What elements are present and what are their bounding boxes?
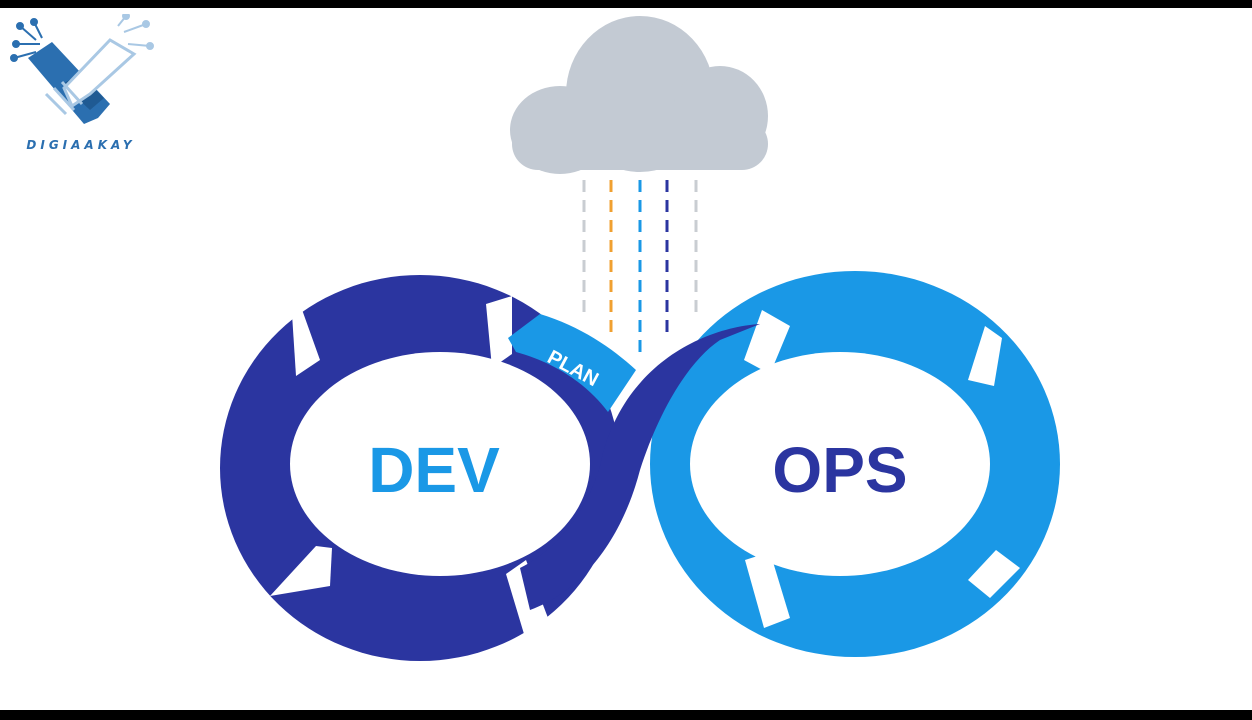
brand-logo: DIGIAAKAY [6,12,156,154]
data-streams [582,180,698,354]
ops-label: OPS [772,434,907,506]
brand-wordmark: DIGIAAKAY [26,138,136,152]
dev-loop [220,275,620,661]
devops-diagram: PLAN DEV OPS [220,16,1060,661]
crossing-band [520,324,760,610]
handshake-circuit-icon [10,12,154,124]
slide-frame: DIGIAAKAY [0,8,1252,710]
ops-loop [650,271,1060,657]
dev-label: DEV [368,434,500,506]
cloud-icon [510,16,768,174]
